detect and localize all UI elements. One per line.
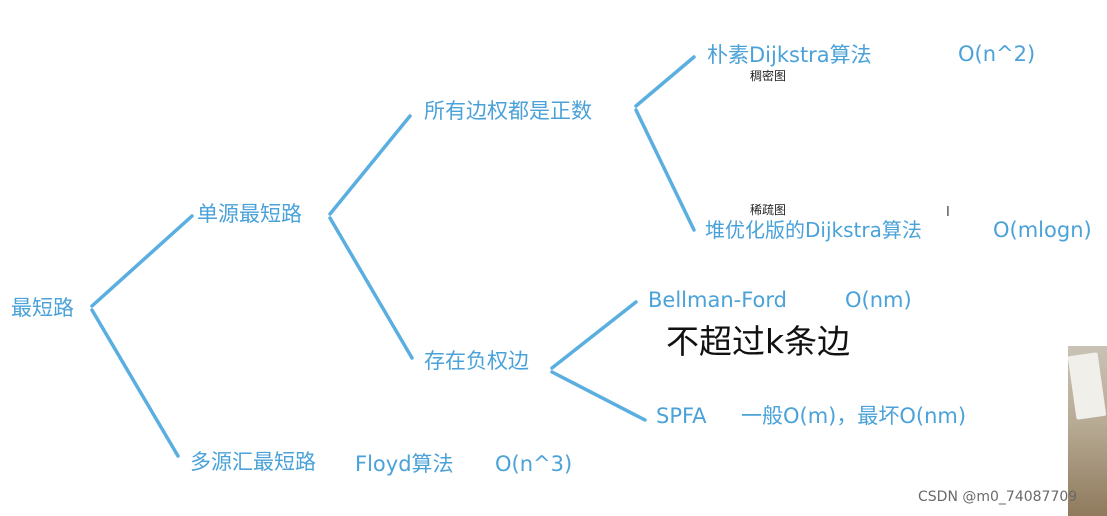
floyd-complexity: O(n^3) — [495, 452, 573, 476]
edge-single-source-negative — [328, 216, 414, 360]
node-spfa: SPFA — [656, 404, 707, 428]
edge-positive-naive-dijkstra — [634, 55, 696, 108]
note-sparse-graph: 稀疏图 — [750, 203, 787, 217]
edge-positive-heap-dijkstra — [634, 108, 696, 232]
edge-root-multi-source — [90, 308, 180, 458]
node-heap-dijkstra: 堆优化版的Dijkstra算法 — [705, 218, 922, 242]
spfa-complexity: 一般O(m)，最坏O(nm) — [741, 404, 967, 428]
node-multi-source: 多源汇最短路 — [190, 450, 316, 474]
naive-dijkstra-complexity: O(n^2) — [958, 42, 1036, 66]
node-naive-dijkstra: 朴素Dijkstra算法 — [707, 43, 872, 67]
edge-single-source-positive — [328, 114, 412, 216]
node-has-negative: 存在负权边 — [424, 349, 529, 373]
webcam-overlay — [1067, 346, 1107, 516]
watermark: CSDN @m0_74087709 — [918, 489, 1078, 505]
edge-negative-spfa — [550, 370, 647, 422]
note-at-most-k-edges: 不超过k条边 — [666, 322, 851, 361]
edge-negative-bellman-ford — [550, 300, 638, 370]
node-bellman-ford: Bellman-Ford — [648, 288, 787, 312]
note-dense-graph: 稠密图 — [750, 69, 787, 83]
edge-root-single-source — [90, 214, 194, 308]
node-shortest-path: 最短路 — [11, 296, 74, 320]
node-all-positive: 所有边权都是正数 — [424, 99, 592, 123]
text-cursor-icon: I — [946, 205, 950, 220]
node-floyd: Floyd算法 — [355, 452, 454, 476]
node-single-source: 单源最短路 — [197, 202, 302, 226]
heap-dijkstra-complexity: O(mlogn) — [993, 218, 1092, 242]
bellman-ford-complexity: O(nm) — [845, 288, 912, 312]
